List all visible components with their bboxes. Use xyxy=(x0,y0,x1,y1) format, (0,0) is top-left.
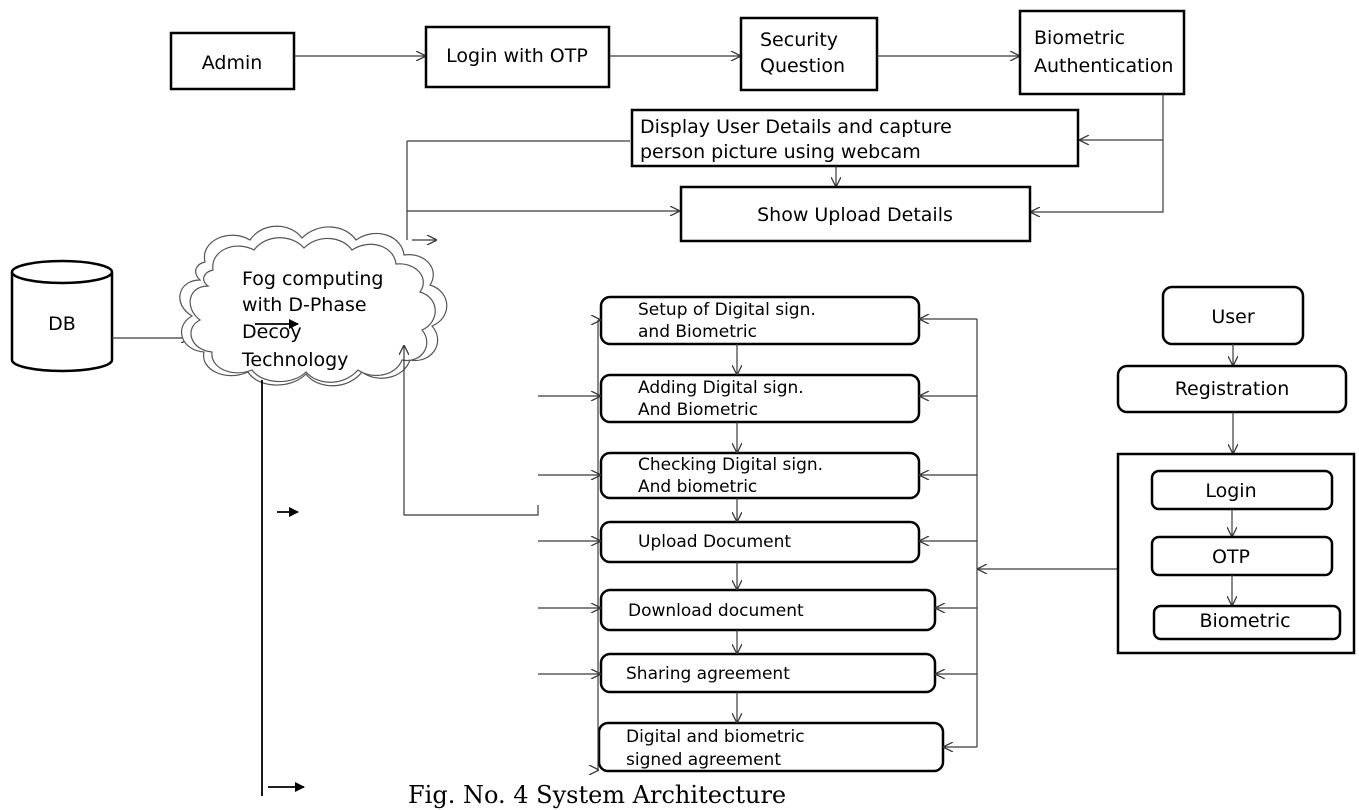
adding-digital-sign-node: Adding Digital sign. And Biometric xyxy=(599,373,921,424)
adding-line-1: Adding Digital sign. xyxy=(638,378,804,398)
security-question-line-2: Question xyxy=(760,55,845,77)
security-question-node: Security Question xyxy=(739,16,879,92)
admin-node: Admin xyxy=(169,31,296,91)
biometric-auth-line-1: Biometric xyxy=(1034,27,1125,49)
fog-line-2: with D-Phase xyxy=(242,294,367,316)
signed-line-2: signed agreement xyxy=(626,750,781,770)
registration-label: Registration xyxy=(1175,378,1290,400)
login-otp-label: Login with OTP xyxy=(446,45,588,67)
display-user-details-node: Display User Details and capture person … xyxy=(630,108,1080,168)
setup-digital-sign-node: Setup of Digital sign. and Biometric xyxy=(599,295,921,346)
login-otp-node: Login with OTP xyxy=(424,25,611,89)
upload-document-node: Upload Document xyxy=(599,520,921,564)
login-label: Login xyxy=(1205,480,1256,502)
display-user-line-2: person picture using webcam xyxy=(640,141,921,163)
signed-agreement-node: Digital and biometric signed agreement xyxy=(597,721,945,773)
show-upload-details-node: Show Upload Details xyxy=(679,185,1032,243)
biometric-auth-line-2: Authentication xyxy=(1034,55,1173,77)
checking-line-1: Checking Digital sign. xyxy=(638,455,823,475)
checking-line-2: And biometric xyxy=(638,477,757,497)
arrow-biometric-to-show-upload xyxy=(1031,94,1164,212)
auth-group-box: Login OTP Biometric xyxy=(1116,452,1356,655)
checking-digital-sign-node: Checking Digital sign. And biometric xyxy=(599,451,921,500)
registration-node: Registration xyxy=(1116,364,1348,414)
signed-line-1: Digital and biometric xyxy=(626,727,805,747)
sharing-agreement-node: Sharing agreement xyxy=(599,652,937,694)
fog-cloud-icon: Fog computing with D-Phase Decoy Technol… xyxy=(179,225,448,387)
adding-line-2: And Biometric xyxy=(638,400,758,420)
display-user-line-1: Display User Details and capture xyxy=(640,116,952,138)
show-upload-label: Show Upload Details xyxy=(757,204,953,226)
database-icon: DB xyxy=(10,259,114,373)
fog-line-3: Decoy xyxy=(242,321,302,343)
download-document-label: Download document xyxy=(628,601,804,621)
otp-label: OTP xyxy=(1212,546,1250,568)
db-label: DB xyxy=(48,313,76,335)
biometric-label: Biometric xyxy=(1199,610,1290,632)
otp-node xyxy=(1150,535,1334,577)
figure-caption: Fig. No. 4 System Architecture xyxy=(408,781,786,809)
download-document-node: Download document xyxy=(599,588,937,632)
user-node: User xyxy=(1161,285,1305,346)
biometric-node xyxy=(1152,604,1342,641)
setup-line-2: and Biometric xyxy=(638,322,757,342)
biometric-authentication-node: Biometric Authentication xyxy=(1018,9,1186,96)
security-question-line-1: Security xyxy=(760,29,838,51)
login-node xyxy=(1150,469,1334,511)
user-label: User xyxy=(1211,306,1254,328)
admin-label: Admin xyxy=(202,52,263,74)
fog-line-1: Fog computing xyxy=(242,268,384,290)
sharing-agreement-label: Sharing agreement xyxy=(626,664,790,684)
setup-line-1: Setup of Digital sign. xyxy=(638,300,816,320)
fog-line-4: Technology xyxy=(241,349,348,371)
arrow-workflow-to-cloud xyxy=(404,346,539,516)
upload-document-label: Upload Document xyxy=(638,532,791,552)
